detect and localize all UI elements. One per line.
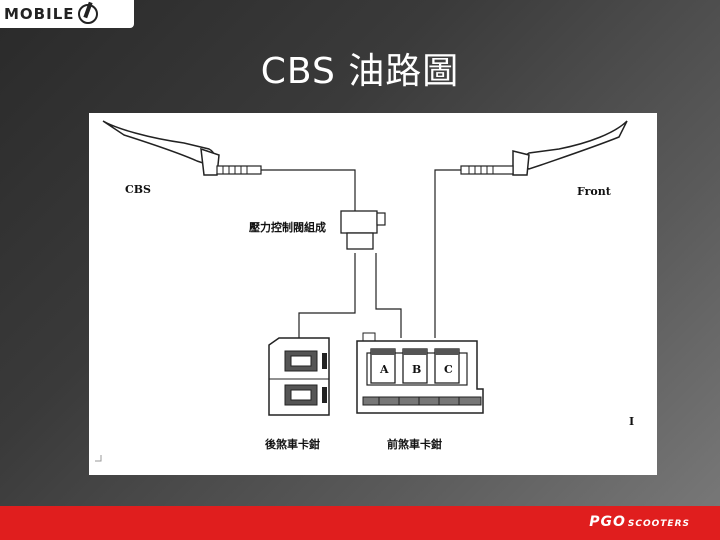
right-lever-mount	[512, 150, 530, 176]
cbs-diagram: CBS Front 壓力控制閥組成 A B C 後煞車卡鉗 前煞車卡鉗 I	[89, 113, 657, 475]
rear-caliper	[268, 337, 330, 416]
brand-sub: SCOOTERS	[627, 519, 690, 529]
label-cbs: CBS	[125, 183, 151, 196]
label-piston-b: B	[412, 363, 421, 376]
slide-title: CBS 油路圖	[260, 51, 460, 92]
page-mark: I	[629, 415, 634, 428]
right-brake-lever	[523, 120, 628, 170]
front-caliper	[356, 332, 484, 414]
line-valve-to-front	[375, 253, 402, 338]
left-brake-lever	[102, 120, 215, 166]
watermark-logo-icon	[77, 4, 98, 24]
label-rear-caliper: 後煞車卡鉗	[265, 437, 320, 451]
cbs-diagram-svg: CBS Front 壓力控制閥組成 A B C 後煞車卡鉗 前煞車卡鉗 I	[95, 120, 634, 462]
left-master-cylinder	[216, 165, 262, 175]
watermark-text: MOBILE	[4, 5, 75, 23]
brand-name: PGO	[589, 514, 626, 530]
label-piston-c: C	[444, 363, 453, 376]
label-front-caliper: 前煞車卡鉗	[387, 437, 442, 451]
mobile01-watermark: MOBILE	[0, 0, 134, 28]
line-left-to-valve	[261, 169, 356, 213]
line-valve-to-rear	[298, 253, 356, 338]
label-piston-a: A	[379, 363, 389, 376]
valve-body	[340, 210, 378, 234]
label-front: Front	[577, 185, 612, 198]
line-right-to-front-caliper	[434, 169, 461, 338]
left-lever-mount	[200, 147, 220, 176]
label-valve: 壓力控制閥組成	[249, 220, 326, 234]
